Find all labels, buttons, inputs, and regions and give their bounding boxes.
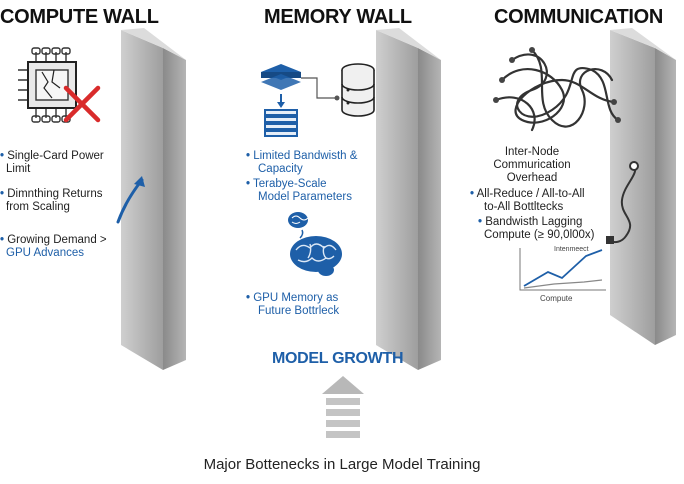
growth-arrow-icon [322, 376, 364, 438]
comm-item-2-line-2: Compute (≥ 90,0l00x) [484, 229, 595, 241]
memory-wall-title: MEMORY WALL [264, 6, 412, 28]
compute-line [523, 279, 603, 289]
compute-item-1-line-2: Limit [6, 163, 31, 175]
communication-title: COMMUNICATION [494, 6, 664, 28]
stack-icon [261, 64, 340, 137]
comm-item-1-line-1: All-Reduce / All-to-All [476, 188, 585, 200]
rising-arrow-icon [116, 176, 145, 224]
compute-wall [121, 28, 186, 370]
compute-item-1-line-1: Single-Card Power [7, 150, 104, 162]
memory-item-3: • GPU Memory as Future Bottrleck [246, 292, 340, 317]
chip-icon [18, 47, 101, 123]
comm-heading-line-2: Commurication [493, 159, 571, 171]
memory-item-3-line-1: GPU Memory as [253, 292, 339, 304]
comm-item-2: • Bandwisth Lagging Compute (≥ 90,0l00x) [470, 216, 595, 242]
footer-caption: Major Bottenecks in Large Model Training [203, 456, 481, 473]
brain-icon [288, 212, 342, 276]
comm-heading-line-1: Inter-Node [504, 146, 560, 158]
mini-chart-series-label: Intenmeect [554, 246, 589, 253]
compute-item-1: • Single-Card Power Limit [0, 150, 104, 175]
cable-plug-icon [606, 161, 639, 244]
compute-item-2: • Dimnthing Returns from Scaling [0, 188, 103, 213]
compute-item-3-line-2: GPU Advances [6, 247, 84, 259]
memory-item-1-line-1: Limited Bandwisth & [253, 150, 358, 162]
memory-item-2-line-1: Terabye-Scale [253, 178, 327, 190]
memory-item-1: • Limited Bandwisth & Capacity [246, 150, 358, 175]
compute-item-2-line-2: from Scaling [6, 201, 70, 213]
compute-wall-title: COMPUTE WALL [0, 6, 159, 28]
tangled-cables-icon [493, 47, 621, 132]
compute-item-2-line-1: Dimnthing Returns [7, 188, 103, 200]
memory-item-3-line-2: Future Bottrleck [258, 305, 340, 317]
memory-item-2: • Terabye-Scale Model Parameters [246, 178, 352, 203]
mini-chart-x-label: Compute [540, 294, 573, 303]
comm-heading-line-3: Overhead [506, 172, 558, 184]
comm-item-1: • All-Reduce / All-to-All to-All Bottlte… [470, 188, 585, 213]
comm-mini-chart [519, 248, 606, 291]
comm-heading: Inter-Node Commurication Overhead [472, 146, 592, 185]
memory-item-1-line-2: Capacity [258, 163, 303, 175]
compute-item-3-line-1: Growing Demand > [7, 234, 107, 246]
memory-item-2-line-2: Model Parameters [258, 191, 352, 203]
memory-wall [376, 28, 441, 370]
communication-wall [610, 28, 676, 345]
comm-item-2-line-1: Bandwisth Lagging [485, 216, 583, 228]
interconnect-line [523, 249, 603, 287]
comm-item-1-line-2: to-All Bottltecks [484, 201, 564, 213]
compute-item-3: • Growing Demand > GPU Advances [0, 234, 107, 259]
database-icon [341, 63, 375, 117]
model-growth-label: MODEL GROWTH [272, 350, 404, 367]
